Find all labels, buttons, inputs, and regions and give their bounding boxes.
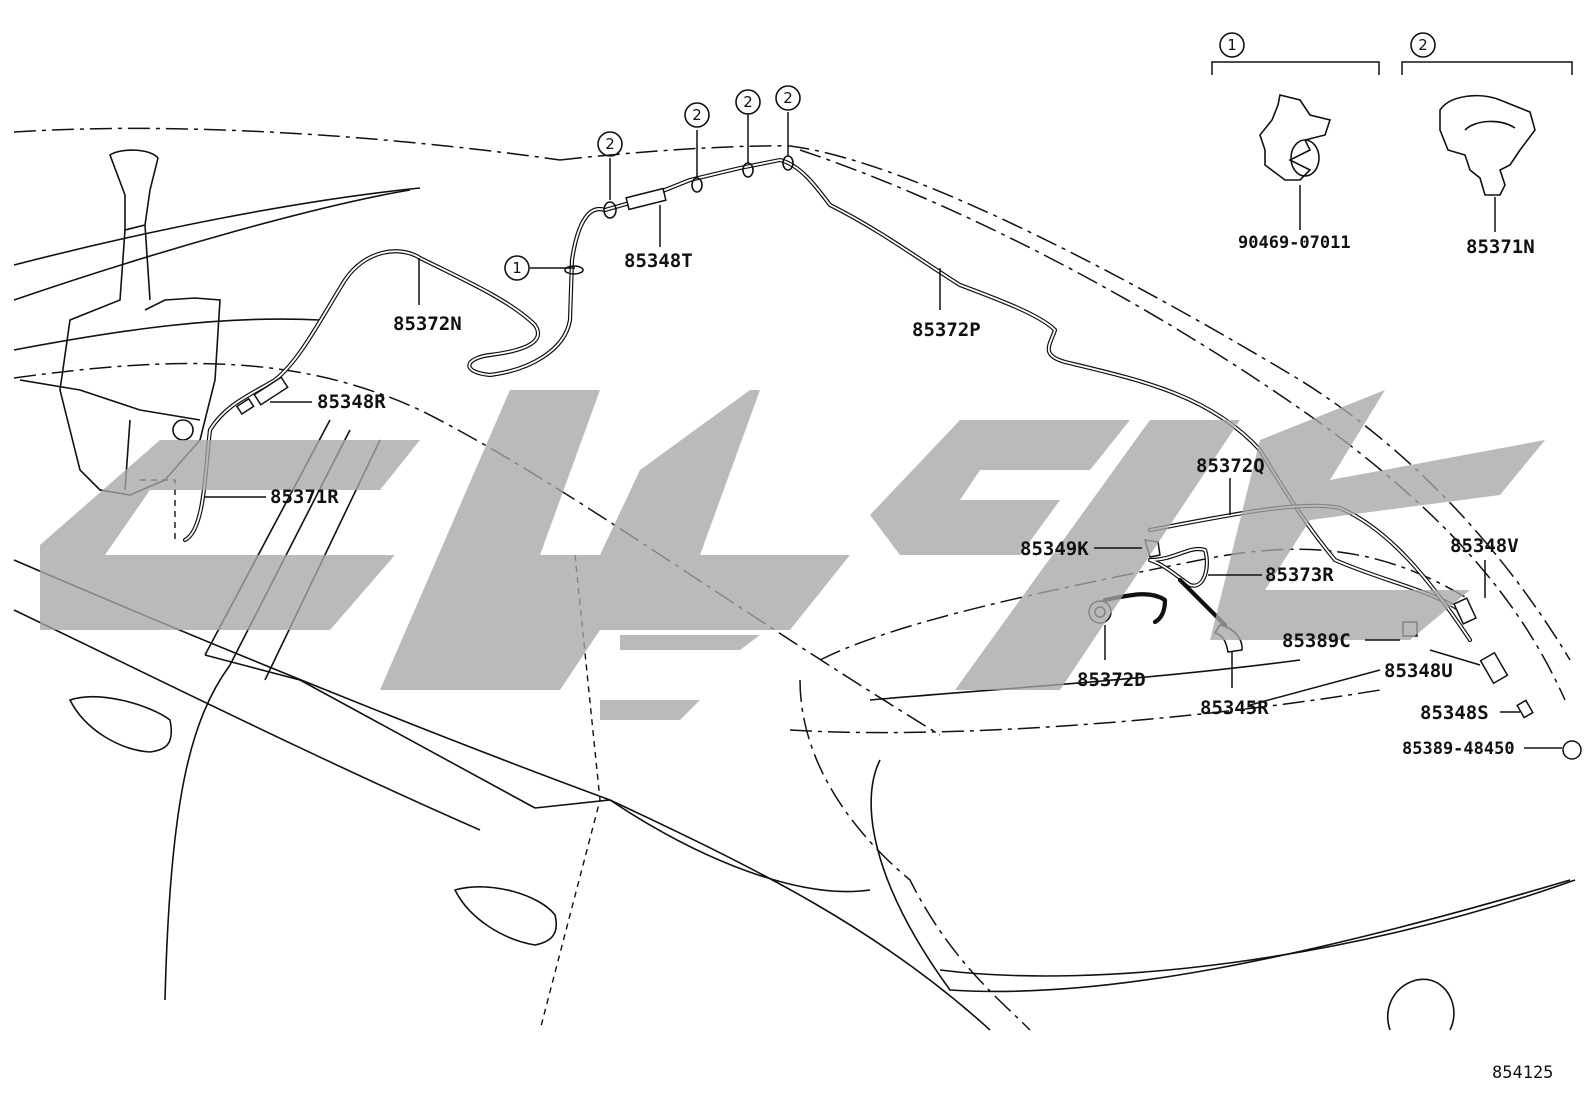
clip-marker-a: 2: [597, 131, 623, 157]
leader-lines: [205, 112, 1562, 749]
part-label-85373R[interactable]: 85373R: [1265, 564, 1334, 586]
legend-marker-2: 2: [1410, 32, 1436, 58]
part-label-85348R[interactable]: 85348R: [317, 391, 386, 413]
watermark-logo: [40, 390, 1545, 720]
svg-text:1: 1: [512, 259, 522, 277]
svg-text:2: 2: [605, 135, 615, 153]
legend-clip-2: [1401, 61, 1573, 196]
clip-marker-e: 1: [504, 255, 530, 281]
part-label-85345R[interactable]: 85345R: [1200, 697, 1269, 719]
part-label-85349K[interactable]: 85349K: [1020, 538, 1089, 560]
svg-text:2: 2: [1418, 36, 1428, 54]
legend-clip-1: [1211, 61, 1380, 181]
part-label-85389-48450[interactable]: 85389-48450: [1402, 739, 1515, 759]
part-label-85348S[interactable]: 85348S: [1420, 702, 1489, 724]
diagram-code: 854125: [1492, 1063, 1553, 1083]
legend-marker-1: 1: [1219, 32, 1245, 58]
clip-marker-d: 2: [775, 85, 801, 111]
part-label-85371R[interactable]: 85371R: [270, 486, 339, 508]
legend-label-1[interactable]: 90469-07011: [1238, 233, 1351, 253]
clip-marker-c: 2: [735, 89, 761, 115]
clip-marker-callouts: 2 2 2 2 1 1 2: [504, 32, 1436, 281]
part-label-85389C[interactable]: 85389C: [1282, 630, 1351, 652]
part-labels: 90469-07011 85371N 85348T 85372N 85372P …: [270, 233, 1535, 759]
svg-text:2: 2: [743, 93, 753, 111]
part-label-85372D[interactable]: 85372D: [1077, 669, 1146, 691]
svg-text:2: 2: [692, 106, 702, 124]
svg-text:2: 2: [783, 89, 793, 107]
part-label-85372P[interactable]: 85372P: [912, 319, 981, 341]
part-label-85372Q[interactable]: 85372Q: [1196, 455, 1265, 477]
part-label-85348T[interactable]: 85348T: [624, 250, 693, 272]
part-label-85348V[interactable]: 85348V: [1450, 535, 1519, 557]
legend-label-2[interactable]: 85371N: [1466, 236, 1535, 258]
svg-text:1: 1: [1227, 36, 1237, 54]
clip-marker-b: 2: [684, 102, 710, 128]
car-body-outline: [13, 127, 1576, 1031]
part-label-85372N[interactable]: 85372N: [393, 313, 462, 335]
part-label-85348U[interactable]: 85348U: [1384, 660, 1453, 682]
